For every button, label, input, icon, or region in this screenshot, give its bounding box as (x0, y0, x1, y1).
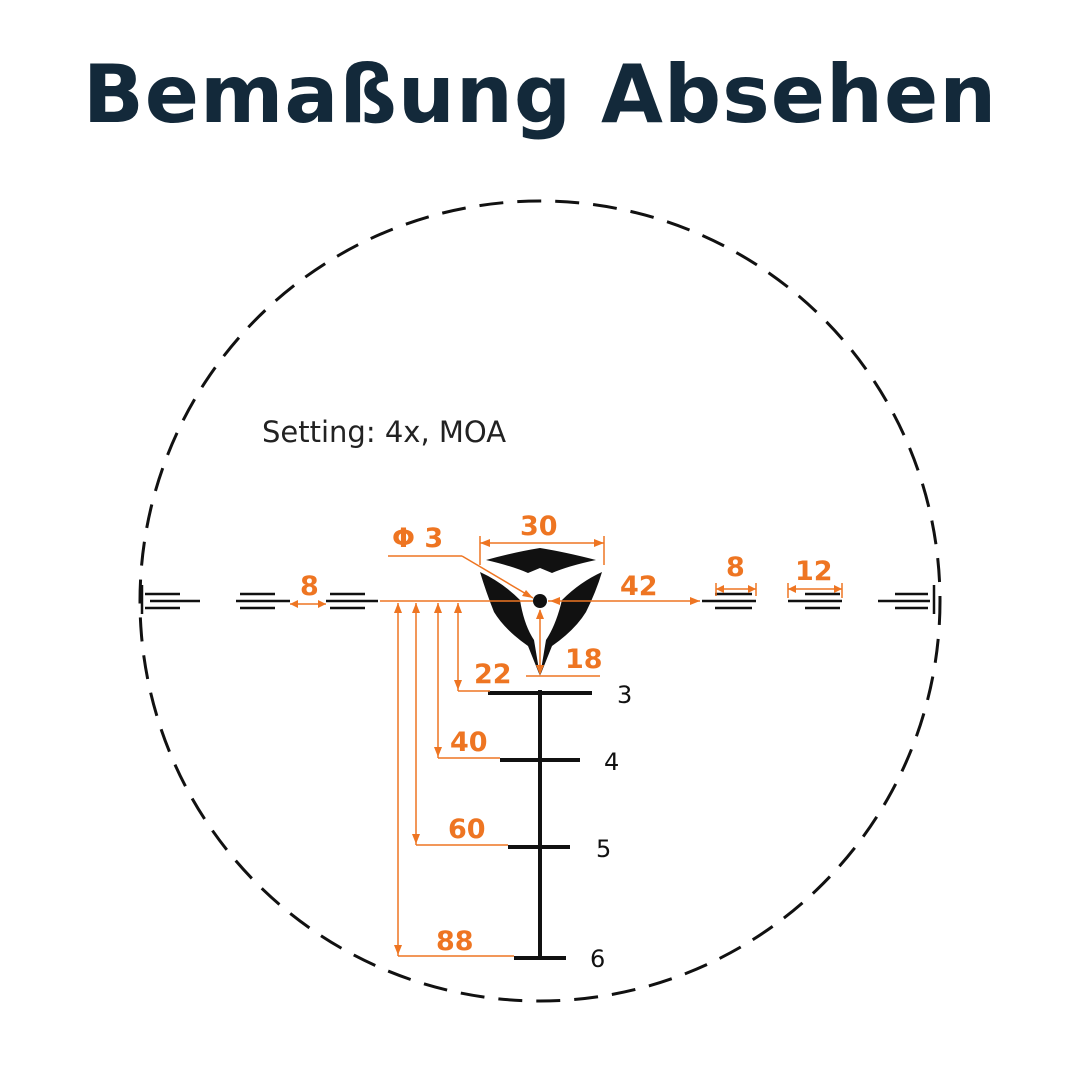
label-drop-6: 88 (436, 926, 474, 957)
center-dot (533, 594, 547, 608)
bar-group-right-2 (788, 592, 842, 610)
label-drop-4: 40 (450, 727, 488, 758)
bar-group-right-3 (878, 585, 936, 614)
vertical-stadia (488, 690, 592, 960)
bar-group-left-2 (236, 592, 290, 610)
label-bar-gap-right: 8 (726, 552, 745, 583)
label-drop-5: 60 (448, 814, 486, 845)
label-drop-3: 22 (474, 659, 512, 690)
page-title: Bemaßung Absehen (82, 48, 998, 141)
chevron-left-arm (480, 572, 540, 676)
center-chevron (480, 548, 602, 676)
bar-group-left-1 (326, 592, 378, 610)
chevron-right-arm (540, 572, 602, 676)
stadia-label-4: 4 (604, 748, 619, 776)
stadia-label-3: 3 (617, 681, 632, 709)
label-bar-length: 12 (795, 556, 833, 587)
dimension-arrowheads (290, 539, 842, 955)
label-center-to-bar: 42 (620, 571, 658, 602)
stadia-labels: 3 4 5 6 (590, 681, 632, 973)
label-chevron-width: 30 (520, 511, 558, 542)
label-dot-diameter: Φ 3 (392, 523, 443, 554)
stadia-label-6: 6 (590, 945, 605, 973)
horizontal-bars (140, 585, 936, 614)
label-bar-gap-left: 8 (300, 571, 319, 602)
dimension-labels: Φ 3 30 42 8 8 12 18 22 40 60 88 (300, 511, 833, 957)
label-chevron-height: 18 (565, 644, 603, 675)
field-of-view-circle (138, 199, 942, 1003)
setting-label: Setting: 4x, MOA (262, 415, 506, 449)
chevron-top-wing (486, 548, 596, 573)
dimension-lines (290, 536, 843, 957)
stadia-label-5: 5 (596, 835, 611, 863)
bar-group-left-3 (140, 585, 200, 614)
bar-group-right-1 (702, 592, 756, 610)
